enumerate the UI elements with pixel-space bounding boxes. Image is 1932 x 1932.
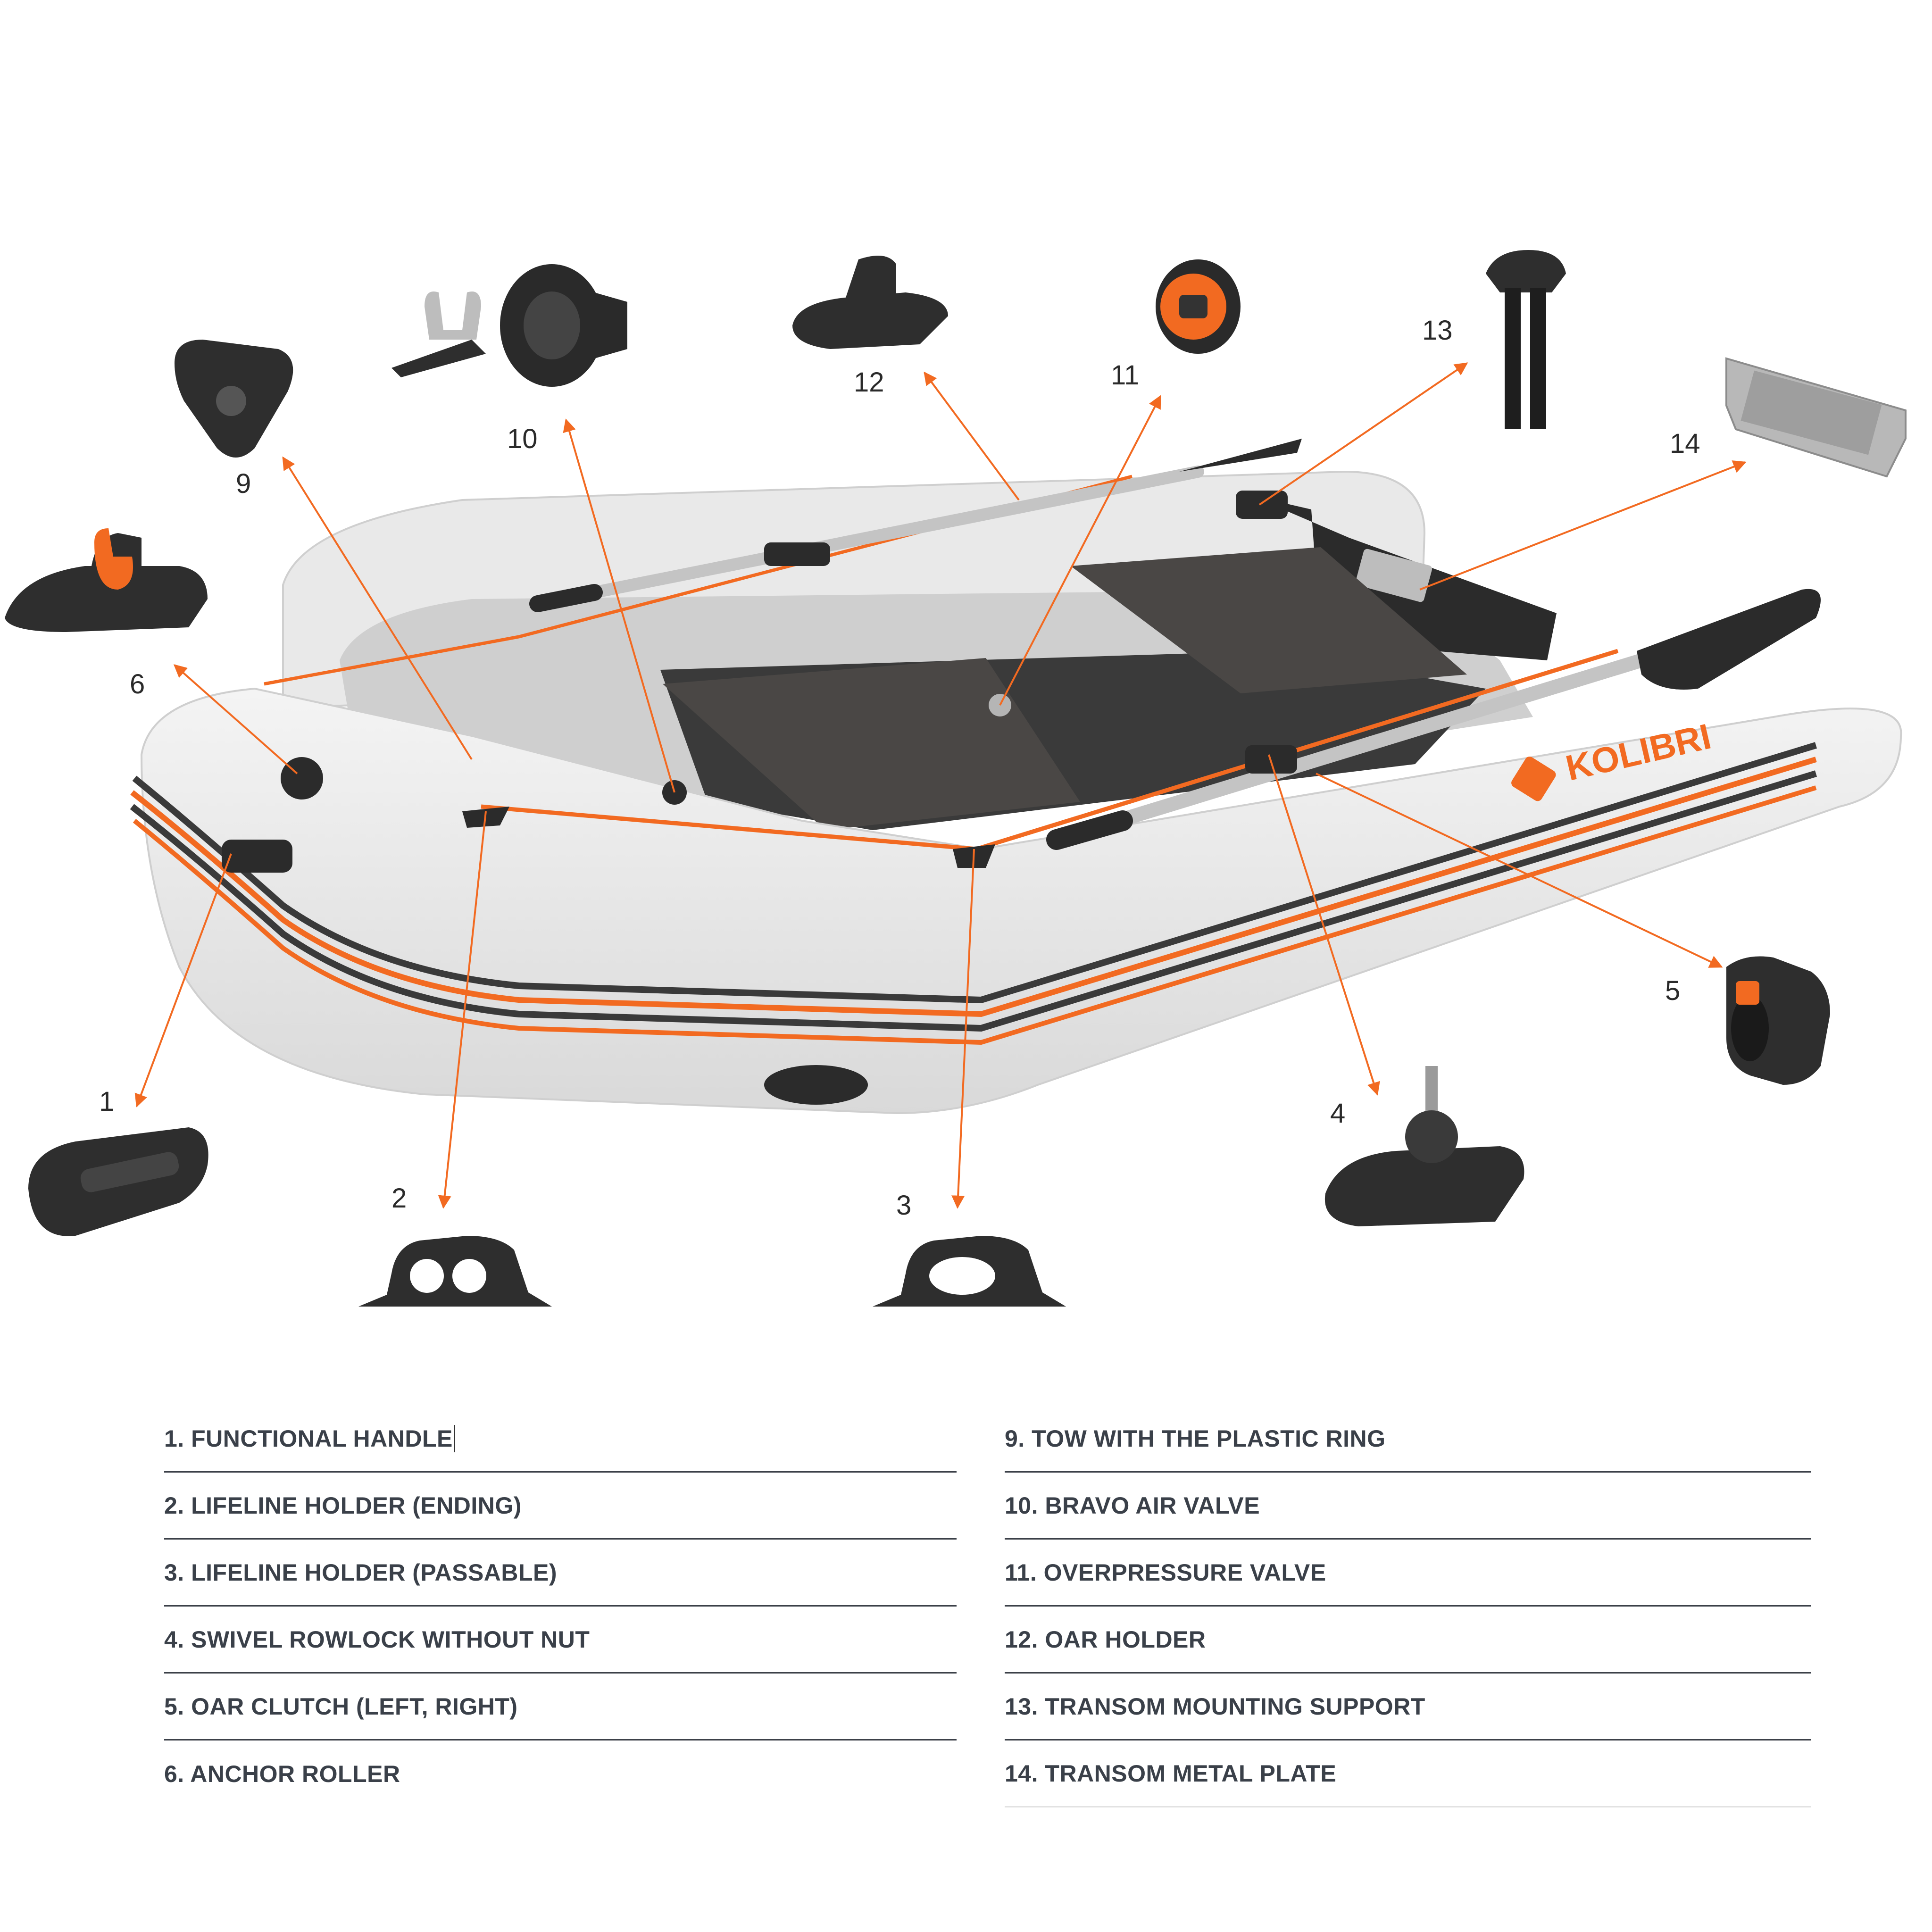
legend-item-13: 13. TRANSOM MOUNTING SUPPORT (1005, 1674, 1811, 1740)
arrow-10 (563, 418, 675, 793)
parts-legend: 1. FUNCTIONAL HANDLE 2. LIFELINE HOLDER … (0, 1406, 1932, 1877)
legend-item-14: 14. TRANSOM METAL PLATE (1005, 1740, 1811, 1807)
legend-item-6-label: 6. ANCHOR ROLLER (164, 1761, 400, 1787)
part-swivel-rowlock (1324, 1066, 1524, 1226)
near-oar-grip (1046, 810, 1133, 850)
legend-item-3-label: 3. LIFELINE HOLDER (PASSABLE) (164, 1559, 558, 1586)
far-oar-shaft (532, 466, 1204, 610)
kolibri-logo-mark (1511, 757, 1556, 801)
part-tow-ring (175, 340, 293, 458)
callout-5: 5 (1665, 975, 1680, 1006)
part-bravo-air-valve (391, 264, 627, 387)
hull-stripe-orange-2 (133, 785, 1817, 1045)
legend-item-9-label: 9. TOW WITH THE PLASTIC RING (1005, 1425, 1386, 1452)
legend-item-4: 4. SWIVEL ROWLOCK WITHOUT NUT (164, 1607, 957, 1674)
part-images (5, 250, 1907, 1307)
text-cursor (453, 1424, 455, 1452)
callout-arrows (134, 362, 1747, 1209)
legend-item-13-label: 13. TRANSOM MOUNTING SUPPORT (1005, 1693, 1425, 1720)
hull-stripe-dark-1 (132, 742, 1817, 1004)
bottom-drain (764, 1065, 868, 1105)
part-transom-support (1486, 250, 1566, 429)
arrow-11 (999, 395, 1161, 706)
hull-stripe-dark-2 (130, 770, 1817, 1032)
callout-2: 2 (391, 1183, 407, 1214)
arrow-14 (1419, 460, 1747, 591)
legend-item-10: 10. BRAVO AIR VALVE (1005, 1473, 1811, 1540)
near-oar-blade (1637, 589, 1821, 690)
legend-column-right: 9. TOW WITH THE PLASTIC RING 10. BRAVO A… (1005, 1406, 1811, 1807)
legend-item-1: 1. FUNCTIONAL HANDLE (164, 1406, 957, 1473)
legend-item-11: 11. OVERPRESSURE VALVE (1005, 1540, 1811, 1607)
callout-11: 11 (1111, 360, 1139, 391)
part-anchor-roller (5, 528, 208, 632)
part-lifeline-holder-passable (873, 1236, 1066, 1307)
legend-item-12: 12. OAR HOLDER (1005, 1607, 1811, 1674)
legend-item-12-label: 12. OAR HOLDER (1005, 1626, 1206, 1653)
callout-14: 14 (1670, 428, 1700, 459)
callout-12: 12 (854, 367, 884, 398)
oar-holder-fitting (764, 542, 830, 566)
legend-item-6: 6. ANCHOR ROLLER (164, 1740, 957, 1807)
near-oar-shaft (1049, 653, 1649, 847)
front-seat (663, 658, 1080, 830)
legend-item-1-label: 1. FUNCTIONAL HANDLE (164, 1425, 453, 1452)
callout-1: 1 (99, 1086, 114, 1117)
legend-item-5-label: 5. OAR CLUTCH (LEFT, RIGHT) (164, 1693, 518, 1720)
arrow-5 (1316, 773, 1723, 968)
legend-item-2-label: 2. LIFELINE HOLDER (ENDING) (164, 1492, 522, 1519)
part-lifeline-holder-ending (358, 1236, 552, 1307)
arrow-12 (924, 371, 1020, 501)
arrow-1 (134, 853, 232, 1108)
legend-item-14-label: 14. TRANSOM METAL PLATE (1005, 1760, 1337, 1787)
boat-near-tube (140, 687, 1902, 1115)
callout-6: 6 (130, 669, 145, 700)
boat-diagram: KOLIBRI (5, 250, 1907, 1307)
arrow-4 (1268, 754, 1380, 1096)
legend-item-3: 3. LIFELINE HOLDER (PASSABLE) (164, 1540, 957, 1607)
legend-column-left: 1. FUNCTIONAL HANDLE 2. LIFELINE HOLDER … (164, 1406, 957, 1807)
callout-3: 3 (896, 1190, 911, 1221)
legend-item-4-label: 4. SWIVEL ROWLOCK WITHOUT NUT (164, 1626, 590, 1653)
far-oar-blade (1179, 439, 1302, 472)
transom-support-fitting (1236, 491, 1288, 519)
arrow-6 (173, 664, 298, 774)
part-oar-clutch (1726, 956, 1830, 1085)
hull-stripe-orange-1 (130, 757, 1817, 1017)
legend-item-9: 9. TOW WITH THE PLASTIC RING (1005, 1406, 1811, 1473)
legend-item-11-label: 11. OVERPRESSURE VALVE (1005, 1559, 1326, 1586)
inflatable-boat: KOLIBRI (130, 439, 1902, 1115)
arrow-13 (1258, 362, 1468, 506)
arrow-9 (282, 456, 473, 760)
rear-seat (1071, 547, 1467, 693)
transom-plate (1356, 549, 1432, 602)
part-oar-holder (792, 256, 948, 349)
handle-fitting (222, 840, 292, 873)
legend-item-2: 2. LIFELINE HOLDER (ENDING) (164, 1473, 957, 1540)
part-overpressure-valve (1156, 259, 1241, 354)
legend-item-5: 5. OAR CLUTCH (LEFT, RIGHT) (164, 1674, 957, 1740)
part-functional-handle (28, 1127, 208, 1236)
callout-numbers: 1 2 3 4 5 6 9 10 11 12 13 14 (99, 315, 1700, 1221)
far-oar-grip (529, 584, 603, 612)
arrow-3 (951, 849, 975, 1209)
callout-9: 9 (236, 468, 251, 499)
callout-13: 13 (1422, 315, 1453, 346)
callout-10: 10 (507, 424, 538, 454)
callout-4: 4 (1330, 1098, 1345, 1129)
legend-item-10-label: 10. BRAVO AIR VALVE (1005, 1492, 1260, 1519)
arrow-2 (438, 811, 487, 1209)
part-transom-metal-plate (1725, 357, 1907, 478)
